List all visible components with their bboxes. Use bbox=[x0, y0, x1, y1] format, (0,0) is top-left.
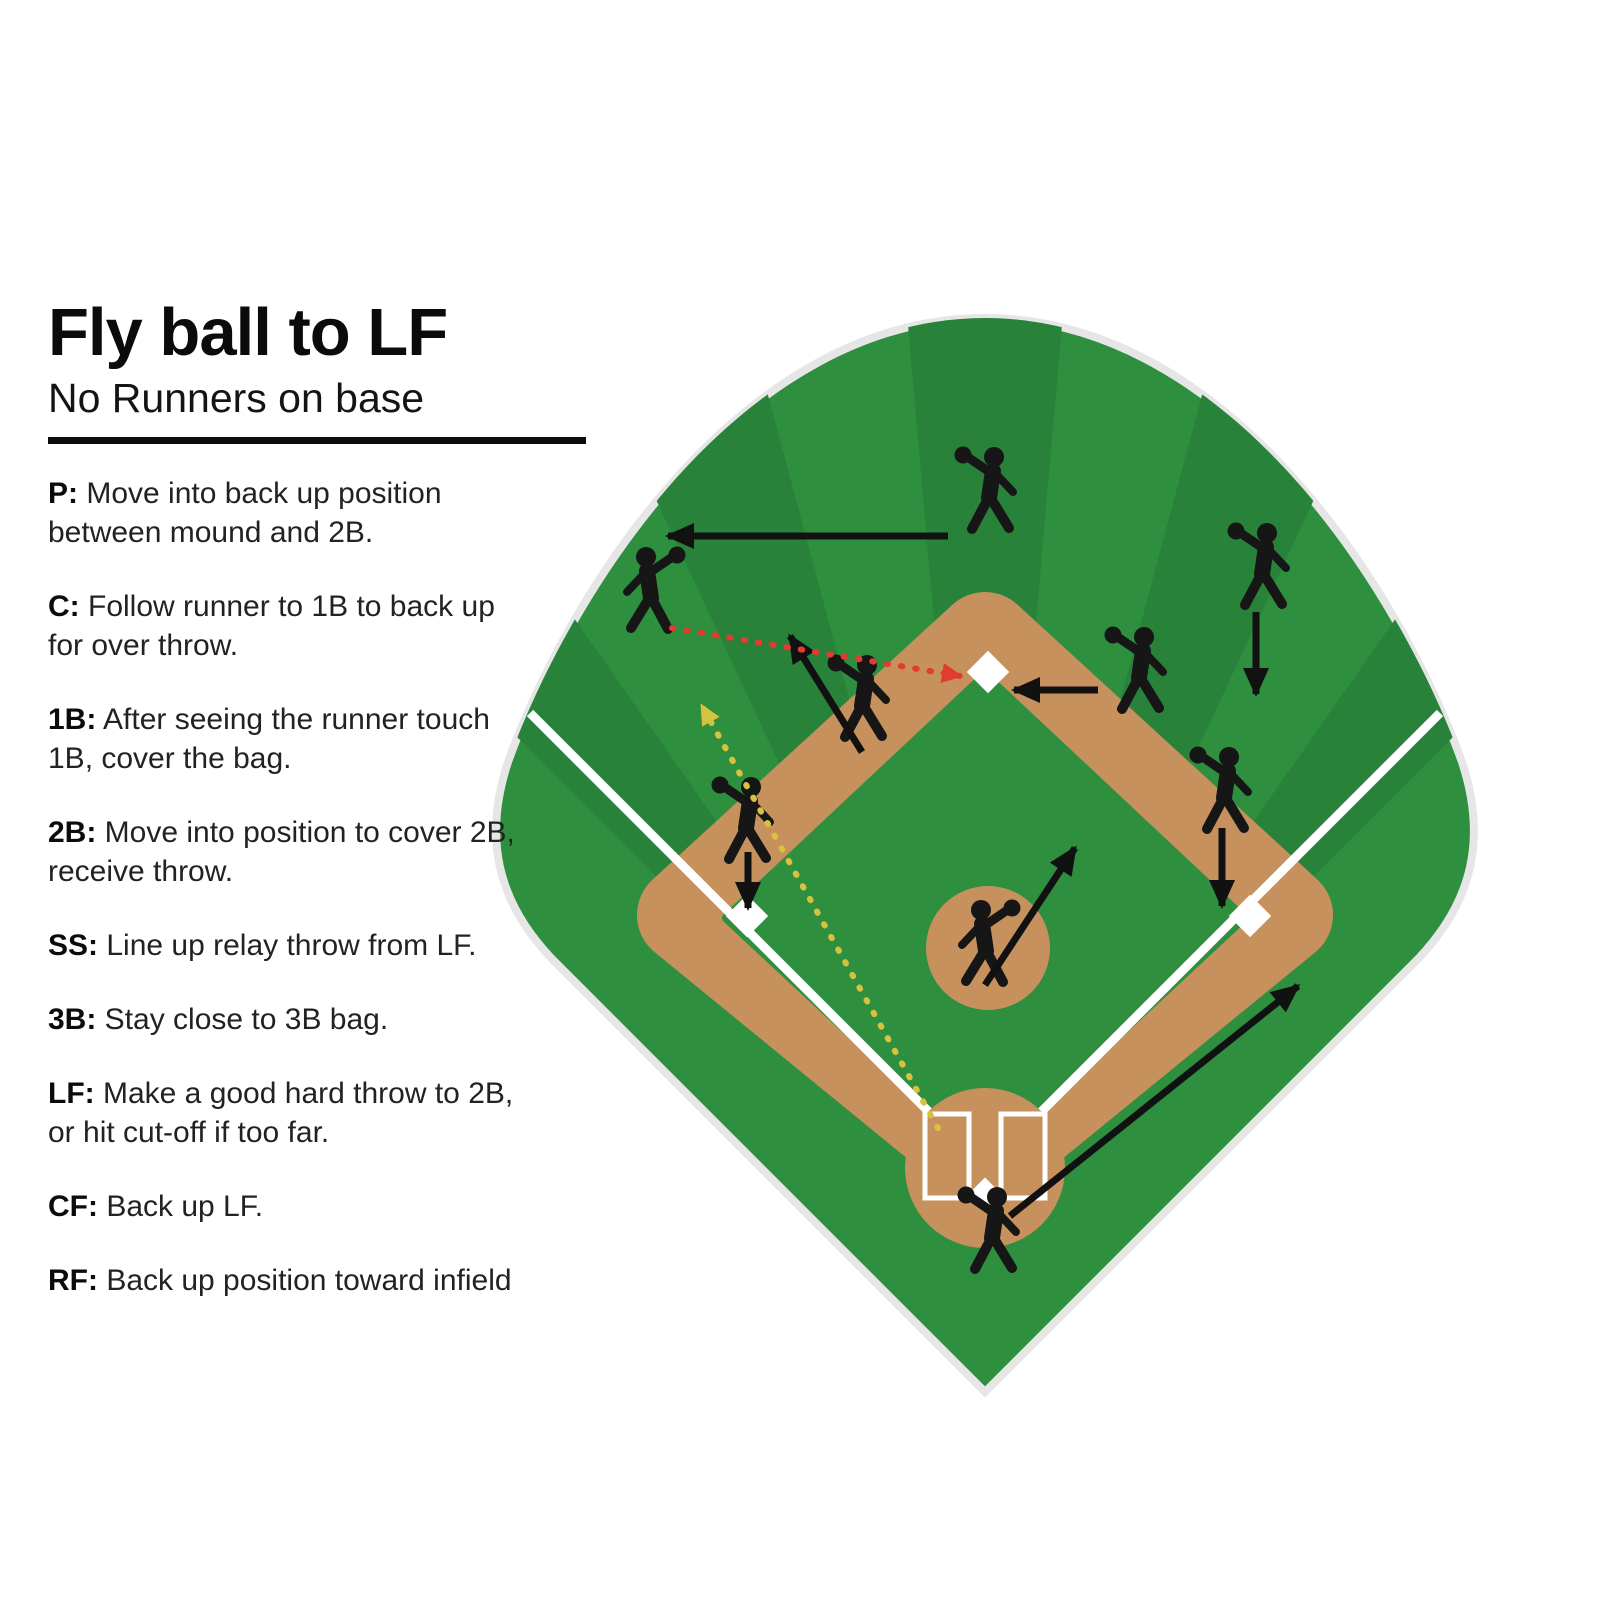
instruction-position-label: SS: bbox=[48, 929, 99, 963]
arrows-layer bbox=[665, 523, 1301, 1219]
title-underline bbox=[48, 437, 586, 445]
instructions-list: P: Move into back up position between mo… bbox=[48, 474, 526, 1300]
instruction-position-label: C: bbox=[48, 590, 80, 624]
instruction-position-label: LF: bbox=[48, 1077, 95, 1111]
instruction-text: Follow runner to 1B to back up for over … bbox=[48, 590, 495, 663]
instruction-position-label: 2B: bbox=[48, 816, 97, 850]
instruction-position-label: 3B: bbox=[48, 1003, 97, 1037]
foul-lines bbox=[526, 709, 1444, 1172]
first-base bbox=[1228, 894, 1272, 938]
instruction-2b: 2B: Move into position to cover 2B, rece… bbox=[48, 813, 518, 891]
arrow-lf-throw-to-2b bbox=[669, 625, 963, 683]
instruction-position-label: RF: bbox=[48, 1264, 98, 1298]
instruction-ss: SS: Line up relay throw from LF. bbox=[48, 926, 518, 965]
batters-boxes bbox=[922, 1111, 1048, 1201]
instruction-text: After seeing the runner touch 1B, cover … bbox=[48, 703, 490, 776]
instruction-lf: LF: Make a good hard throw to 2B, or hit… bbox=[48, 1074, 518, 1152]
instruction-text: Line up relay throw from LF. bbox=[98, 929, 477, 963]
instruction-cf: CF: Back up LF. bbox=[48, 1187, 518, 1226]
instruction-c: C: Follow runner to 1B to back up for ov… bbox=[48, 587, 518, 665]
instruction-text: Move into back up position between mound… bbox=[48, 477, 442, 550]
arrow-p-backup bbox=[982, 845, 1078, 987]
instruction-text: Make a good hard throw to 2B, or hit cut… bbox=[48, 1077, 514, 1150]
left-batters-box bbox=[922, 1111, 972, 1201]
instruction-position-label: 1B: bbox=[48, 703, 97, 737]
instruction-text: Stay close to 3B bag. bbox=[96, 1003, 389, 1037]
legend-panel: Fly ball to LF No Runners on base P: Mov… bbox=[48, 295, 586, 1335]
mow-stripe bbox=[876, 318, 1094, 1205]
page-subtitle: No Runners on base bbox=[48, 375, 425, 422]
instruction-position-label: P: bbox=[48, 477, 78, 511]
instruction-1b: 1B: After seeing the runner touch 1B, co… bbox=[48, 700, 518, 778]
instruction-3b: 3B: Stay close to 3B bag. bbox=[48, 1000, 518, 1039]
third-base-foul-line bbox=[526, 709, 989, 1172]
instruction-text: Back up position toward infield bbox=[97, 1264, 512, 1298]
page-title: Fly ball to LF bbox=[48, 295, 448, 370]
instruction-text: Move into position to cover 2B, receive … bbox=[48, 816, 515, 889]
arrow-ss-relay-line bbox=[787, 633, 865, 754]
instruction-p: P: Move into back up position between mo… bbox=[48, 474, 518, 552]
instruction-text: Back up LF. bbox=[97, 1190, 264, 1224]
first-base-foul-line bbox=[981, 709, 1444, 1172]
instruction-rf: RF: Back up position toward infield bbox=[48, 1261, 518, 1300]
instruction-position-label: CF: bbox=[48, 1190, 98, 1224]
right-batters-box bbox=[998, 1111, 1048, 1201]
arrow-c-follow-runner bbox=[1007, 983, 1301, 1219]
